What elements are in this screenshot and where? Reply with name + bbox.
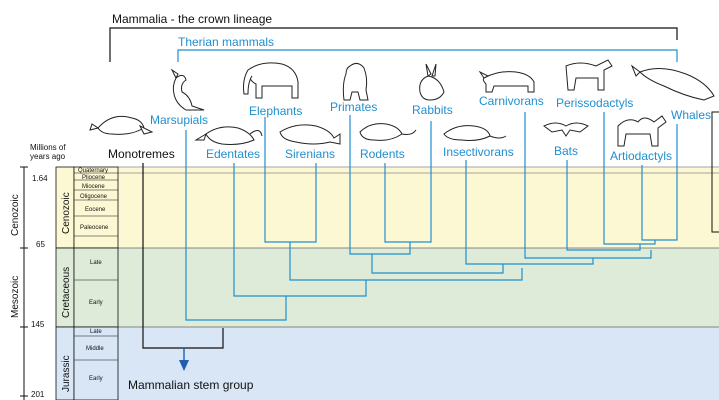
taxon-artiodactyls: Artiodactyls: [610, 149, 672, 163]
therian-label: Therian mammals: [178, 35, 274, 49]
platypus-icon: [89, 115, 154, 135]
insectivoran-branch: [465, 160, 594, 265]
rabbit-icon: [419, 63, 445, 101]
taxon-edentates: Edentates: [206, 147, 260, 161]
crown-label: Mammalia - the crown lineage: [112, 12, 272, 26]
shrew-icon: [443, 125, 507, 141]
epoch-miocene: Miocene: [82, 184, 105, 190]
taxon-sirenians: Sirenians: [285, 147, 335, 161]
taxon-primates: Primates: [330, 100, 377, 114]
tick-label-201: 201: [31, 390, 45, 399]
monotreme-stem-branch: [142, 163, 224, 349]
cretaceous-band: [118, 248, 719, 327]
time-scale: [20, 166, 119, 400]
axis-unit-line1: Millions of: [30, 143, 66, 152]
stem-arrow-head: [179, 360, 189, 371]
epoch-quaternary: Quaternary: [78, 168, 108, 174]
bat-icon: [543, 122, 589, 137]
marsupial-branch: [185, 130, 287, 321]
epoch-jurassic-late: Late: [90, 329, 102, 335]
stem-group-label: Mammalian stem group: [128, 378, 254, 392]
crown-bracket: [109, 27, 678, 62]
euarchontoglires-join: [371, 254, 504, 274]
taxon-perissodactyls: Perissodactyls: [556, 96, 633, 110]
manatee-icon: [279, 124, 341, 145]
epoch-paleocene: Paleocene: [80, 225, 109, 231]
epoch-pliocene: Pliocene: [82, 175, 106, 181]
artiodactyl-whale-branch: [641, 124, 678, 241]
period-label-cretaceous: Cretaceous: [61, 267, 72, 318]
rodent-rabbit-branch: [384, 121, 432, 243]
anteater-icon: [194, 126, 263, 145]
primate-branch: [349, 115, 411, 255]
period-label-cenozoic: Cenozoic: [61, 192, 72, 234]
taxon-elephants: Elephants: [249, 104, 302, 118]
taxon-monotremes: Monotremes: [108, 147, 175, 161]
epoch-jurassic-middle: Middle: [86, 346, 104, 352]
epoch-cretaceous-late: Late: [90, 260, 102, 266]
rat-icon: [359, 123, 417, 141]
taxon-insectivorans: Insectivorans: [443, 145, 514, 159]
epoch-oligocene: Oligocene: [80, 194, 108, 200]
epoch-cretaceous-early: Early: [89, 300, 103, 306]
epoch-eocene: Eocene: [85, 207, 106, 213]
kangaroo-icon: [170, 68, 205, 111]
cenozoic-band: [118, 167, 719, 248]
taxon-whales: Whales: [671, 108, 711, 122]
jurassic-band: [118, 327, 719, 400]
era-label-cenozoic: Cenozoic: [10, 194, 21, 236]
tick-label-65: 65: [36, 240, 45, 249]
axis-unit-line2: years ago: [30, 152, 66, 161]
cropped-side-frame: [711, 111, 719, 233]
taxon-rabbits: Rabbits: [412, 103, 453, 117]
bat-branch: [566, 160, 641, 251]
period-label-jurassic: Jurassic: [61, 355, 72, 392]
epoch-jurassic-early: Early: [89, 376, 103, 382]
era-label-mesozoic: Mesozoic: [10, 276, 21, 318]
tick-label-1-64: 1.64: [32, 174, 48, 183]
taxon-bats: Bats: [554, 144, 578, 158]
edentate-branch: [233, 163, 367, 297]
horse-icon: [565, 59, 613, 91]
perissodactyl-branch: [603, 112, 656, 245]
taxon-rodents: Rodents: [360, 147, 405, 161]
cat-icon: [478, 70, 535, 93]
tick-label-145: 145: [31, 320, 45, 329]
taxon-marsupials: Marsupials: [150, 113, 208, 127]
elephant-icon: [243, 62, 299, 99]
taxon-carnivorans: Carnivorans: [479, 94, 544, 108]
afrotheria-join: [289, 242, 523, 281]
whale-icon: [630, 64, 715, 101]
gorilla-icon: [342, 62, 369, 101]
carnivoran-branch: [524, 112, 652, 259]
therian-tree: [185, 112, 678, 321]
therian-bracket: [177, 49, 678, 62]
camel-icon: [617, 115, 667, 147]
